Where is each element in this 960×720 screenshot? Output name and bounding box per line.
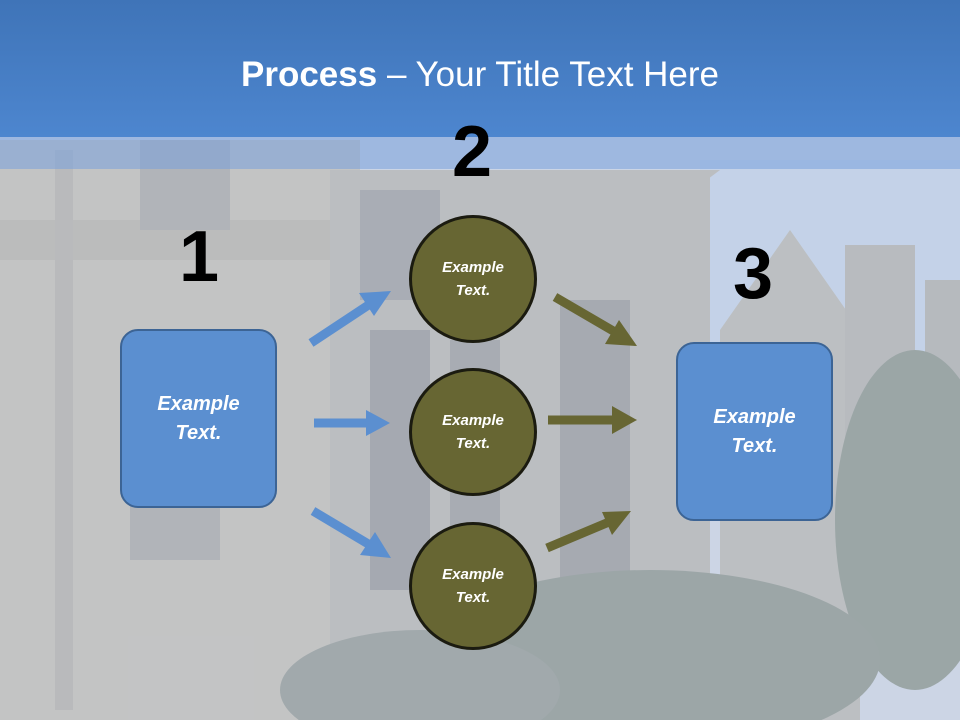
title-bold: Process	[241, 55, 378, 94]
right-box-line1: Example	[713, 405, 796, 428]
title-rest: – Your Title Text Here	[377, 55, 719, 94]
circle-top-line2: Text.	[455, 282, 491, 299]
circle-middle-line2: Text.	[455, 435, 491, 452]
arrow-to-circle-top	[308, 291, 391, 347]
arrow-to-circle-middle	[314, 410, 390, 436]
process-circle-middle: Example Text.	[409, 368, 537, 496]
process-circle-bottom: Example Text.	[409, 522, 537, 650]
arrow-to-circle-bottom	[310, 507, 391, 558]
process-circle-top: Example Text.	[409, 215, 537, 343]
circle-bottom-line1: Example	[442, 566, 504, 583]
step-number-1: 1	[178, 217, 220, 297]
process-box-left: Example Text.	[120, 329, 277, 508]
circle-bottom-line2: Text.	[455, 589, 491, 606]
circle-middle-line1: Example	[442, 412, 504, 429]
title-bar	[0, 0, 960, 137]
step-number-2: 2	[451, 112, 493, 192]
circle-top-line1: Example	[442, 259, 504, 276]
step-number-3: 3	[732, 234, 774, 314]
process-box-right: Example Text.	[676, 342, 833, 521]
right-box-line2: Text.	[731, 434, 778, 457]
arrow-from-circle-top	[552, 293, 637, 346]
left-box-line1: Example	[157, 392, 240, 415]
slide-title: Process – Your Title Text Here	[0, 52, 960, 98]
arrow-from-circle-bottom	[545, 511, 631, 553]
arrow-from-circle-middle	[548, 406, 637, 434]
left-box-line2: Text.	[175, 421, 222, 444]
title-bar-band	[0, 137, 960, 169]
